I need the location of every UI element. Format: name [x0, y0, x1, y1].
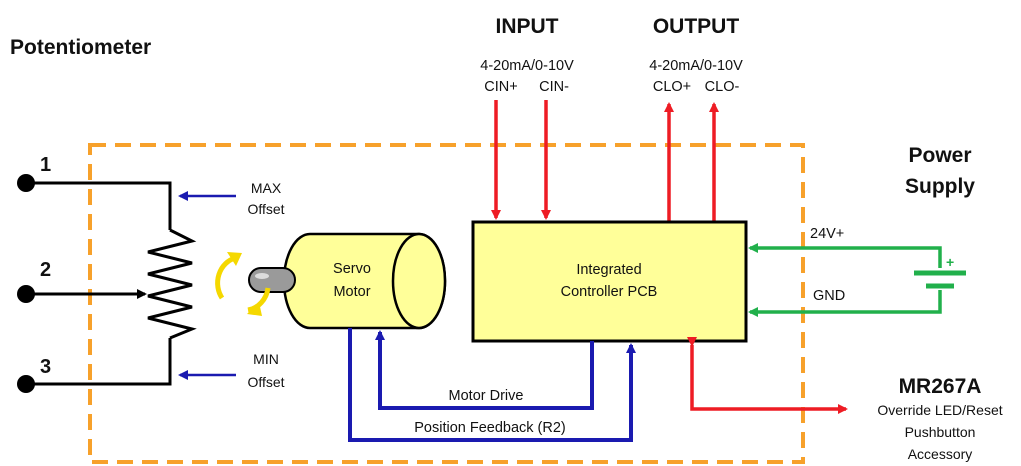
pcb-label-line1: Integrated: [576, 262, 641, 278]
motor-shaft-highlight: [255, 273, 269, 279]
v24-wire: [748, 243, 942, 268]
motor-drive-wire: [375, 330, 594, 410]
input-heading: INPUT: [496, 15, 559, 38]
pcb-label-line2: Controller PCB: [561, 284, 658, 300]
motor-drive-label: Motor Drive: [449, 388, 524, 404]
accessory-desc-line2: Pushbutton: [905, 424, 976, 440]
clo-minus-label: CLO-: [705, 79, 740, 95]
gnd-wire: [748, 290, 942, 317]
cin-plus-label: CIN+: [484, 79, 517, 95]
accessory-wire: [687, 337, 848, 414]
accessory-title: MR267A: [899, 375, 982, 398]
position-feedback-wire: [348, 328, 636, 442]
accessory-desc-line1: Override LED/Reset: [877, 402, 1002, 418]
motor-shaft: [248, 267, 296, 293]
pin-2-label: 2: [40, 259, 51, 281]
clo-plus-label: CLO+: [653, 79, 691, 95]
power-supply-title-line1: Power: [908, 144, 971, 167]
servo-motor: [282, 232, 447, 330]
output-range-label: 4-20mA/0-10V: [649, 58, 743, 74]
max-offset-label-line1: MAX: [251, 180, 282, 196]
min-offset-label-line2: Offset: [247, 374, 284, 390]
potentiometer-resistor: [147, 228, 197, 340]
rotation-arrow-icon: [215, 252, 271, 316]
battery-plus-sign: +: [946, 254, 954, 270]
position-feedback-label: Position Feedback (R2): [414, 420, 566, 436]
cin-minus-label: CIN-: [539, 79, 569, 95]
power-supply-title-line2: Supply: [905, 175, 975, 198]
potentiometer-title: Potentiometer: [10, 36, 151, 59]
input-range-label: 4-20mA/0-10V: [480, 58, 574, 74]
device-boundary: [88, 143, 805, 464]
pin-1-label: 1: [40, 154, 51, 176]
output-heading: OUTPUT: [653, 15, 740, 38]
pcb-box: [471, 220, 748, 343]
pot-wire-3: [26, 338, 172, 386]
servo-label-line2: Motor: [333, 284, 370, 300]
servo-label-line1: Servo: [333, 261, 371, 277]
min-offset-label-line1: MIN: [253, 351, 279, 367]
pin-3-label: 3: [40, 356, 51, 378]
pot-wire-1: [26, 181, 172, 230]
max-offset-label-line2: Offset: [247, 201, 284, 217]
gnd-label: GND: [813, 288, 845, 304]
accessory-desc-line3: Accessory: [908, 446, 973, 462]
v24-plus-label: 24V+: [810, 226, 844, 242]
